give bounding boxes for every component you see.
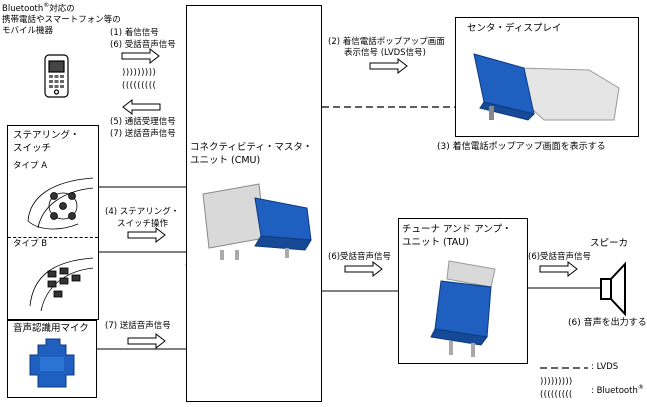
speaker-caption: (6) 音声を出力する: [568, 318, 647, 328]
arrow-cmu-to-display: [369, 57, 408, 75]
steering-switch-box: ステアリング・ スイッチ タイプ A タイプ B: [7, 125, 99, 320]
arrow-mobile-to-cmu: [121, 47, 160, 65]
display-signal-line1: (2) 着信電話ポップアップ画面: [328, 37, 445, 47]
voice-mic-box: 音声認識用マイク: [7, 320, 97, 398]
legend-registered-mark: ®: [637, 384, 644, 391]
legend-lvds-label: : LVDS: [591, 362, 619, 372]
mobile-label-line1-rest: 対応の: [49, 3, 75, 14]
speaker-icon: [600, 261, 626, 317]
cmu-label-line1: コネクティビティ・マスタ・: [190, 142, 313, 153]
cmu-label-line2: ユニット (CMU): [190, 155, 261, 166]
mic-title: 音声認識用マイク: [13, 323, 89, 334]
legend-bt-waves-left: (((((((((: [540, 390, 573, 400]
display-caption: (3) 着信電話ポップアップ画面を表示する: [437, 142, 606, 152]
signal-send-voice: (7) 送話音声信号: [110, 129, 176, 139]
steering-switch-illustration: [27, 177, 94, 312]
steering-title-line2: スイッチ: [13, 143, 52, 154]
center-display-title: センタ・ディスプレイ: [467, 23, 562, 34]
tau-label-line1: チューナ アンド アンプ・: [402, 224, 512, 235]
speaker-input-signal: (6)受話音声信号: [528, 252, 592, 262]
arrow-mic-to-cmu: [127, 332, 166, 350]
arrow-steering-to-cmu: [127, 226, 166, 244]
mic-signal: (7) 送話音声信号: [105, 321, 171, 331]
signal-call-accept: (5) 通話受理信号: [110, 117, 176, 127]
center-display-illustration: [473, 53, 620, 121]
bluetooth-waves-left: (((((((((: [122, 81, 157, 91]
legend-bluetooth-text: : Bluetooth: [591, 385, 638, 396]
tau-unit-illustration: [430, 260, 496, 357]
arrow-cmu-to-mobile: [122, 98, 161, 116]
cmu-unit-illustration: [202, 183, 312, 260]
bluetooth-waves-right: ))))))))): [122, 68, 157, 78]
steering-signal-line1: (4) ステアリング・: [105, 207, 180, 217]
mobile-phone-icon: [44, 54, 69, 98]
tau-box: チューナ アンド アンプ・ ユニット (TAU): [398, 218, 528, 364]
steering-type-a-label: タイプ A: [13, 161, 48, 171]
signal-incoming: (1) 着信信号: [110, 28, 159, 38]
steering-title-line1: ステアリング・: [13, 130, 80, 141]
steering-line-b: [99, 251, 189, 265]
cmu-box: コネクティビティ・マスタ・ ユニット (CMU): [186, 5, 322, 402]
steering-type-b-label: タイプ B: [13, 239, 48, 249]
mobile-device-label: Bluetooth®対応の 携帯電話やスマートフォン等の モバイル機器: [2, 0, 121, 37]
display-signal-line2: 表示信号 (LVDS信号): [344, 48, 426, 58]
legend-bluetooth-label: : Bluetooth®: [591, 382, 644, 397]
steering-line-a: [99, 178, 189, 188]
registered-mark: ®: [43, 2, 50, 9]
arrow-tau-to-speaker: [539, 260, 578, 278]
mobile-label-line2: 携帯電話やスマートフォン等の: [2, 14, 121, 25]
speaker-title: スピーカ: [590, 238, 629, 249]
steering-type-divider: [8, 237, 98, 238]
mobile-label-line3: モバイル機器: [2, 25, 54, 36]
signal-receive-voice: (6) 受話音声信号: [110, 40, 176, 50]
tau-label-line2: ユニット (TAU): [402, 237, 469, 248]
legend-bt-waves-right: ))))))))): [540, 377, 573, 387]
center-display-box: センタ・ディスプレイ: [455, 17, 639, 137]
tau-input-signal: (6)受話音声信号: [328, 252, 392, 262]
microphone-icon: [29, 338, 75, 388]
arrow-cmu-to-tau: [344, 260, 383, 278]
steering-signal-line2: スイッチ操作: [117, 219, 169, 229]
mobile-label-line1: Bluetooth: [2, 3, 44, 14]
